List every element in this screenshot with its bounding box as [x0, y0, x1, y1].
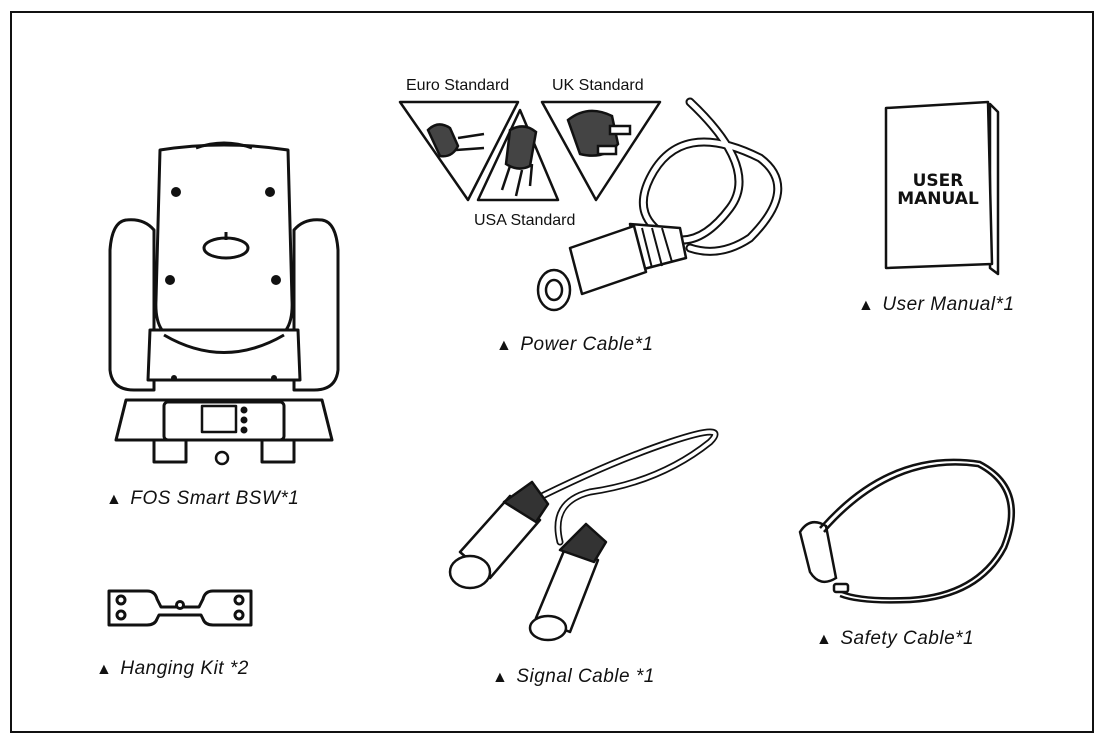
- signal-cable-illustration: [448, 428, 719, 642]
- marker-icon: ▲: [816, 631, 833, 648]
- marker-icon: ▲: [858, 297, 875, 314]
- manual-cover-line2: MANUAL: [897, 189, 979, 209]
- plug-types-illustration: [398, 100, 662, 202]
- marker-icon: ▲: [492, 669, 509, 686]
- user-manual-label: ▲User Manual*1: [858, 294, 1015, 315]
- hanging-kit-label: ▲Hanging Kit *2: [96, 658, 249, 679]
- signal-cable-label: ▲Signal Cable *1: [492, 666, 655, 687]
- usa-plug-label: USA Standard: [474, 212, 576, 229]
- fixture-label: ▲FOS Smart BSW*1: [106, 488, 300, 509]
- marker-icon: ▲: [96, 661, 113, 678]
- power-cable-label: ▲Power Cable*1: [496, 334, 654, 355]
- marker-icon: ▲: [496, 337, 513, 354]
- manual-cover-line1: USER: [913, 171, 964, 191]
- uk-plug-label: UK Standard: [552, 77, 644, 94]
- hanging-kit-illustration: [107, 589, 253, 627]
- page-frame: [10, 11, 1094, 733]
- user-manual-illustration: USER MANUAL: [884, 100, 1000, 276]
- safety-cable-illustration: [798, 458, 1015, 604]
- euro-plug-label: Euro Standard: [406, 77, 510, 94]
- fixture-illustration: [108, 141, 340, 466]
- safety-cable-label: ▲Safety Cable*1: [816, 628, 975, 649]
- power-cable-illustration: [536, 97, 783, 312]
- marker-icon: ▲: [106, 491, 123, 508]
